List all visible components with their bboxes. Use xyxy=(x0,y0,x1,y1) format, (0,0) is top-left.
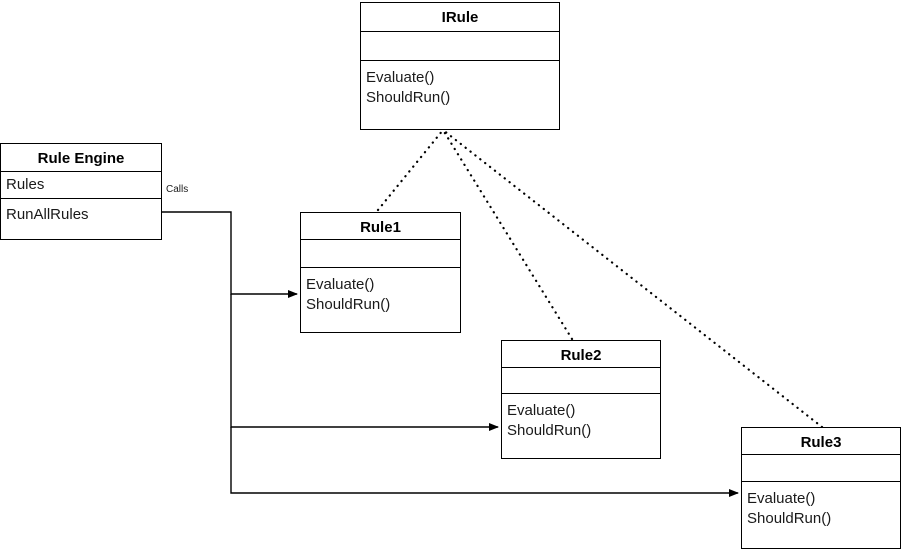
edge-label-calls: Calls xyxy=(166,184,189,195)
class-title-rule2: Rule2 xyxy=(502,341,660,368)
class-title-rule3: Rule3 xyxy=(742,428,900,455)
realization-rule1-to-irule xyxy=(376,128,445,212)
class-box-rule2[interactable]: Rule2 Evaluate() ShouldRun() xyxy=(501,340,661,459)
class-title-rule1: Rule1 xyxy=(301,213,460,240)
class-box-rule1[interactable]: Rule1 Evaluate() ShouldRun() xyxy=(300,212,461,333)
calls-ruleengine-to-rule1 xyxy=(162,211,298,298)
class-operations-rule3: Evaluate() ShouldRun() xyxy=(747,490,832,528)
class-attributes-irule xyxy=(361,32,559,61)
class-attributes-rule1 xyxy=(301,240,460,268)
class-attributes-rule2 xyxy=(502,368,660,394)
class-operations-rule2: Evaluate() ShouldRun() xyxy=(507,402,592,440)
class-attributes-rule-engine: Rules xyxy=(1,172,161,199)
calls-ruleengine-to-rule3 xyxy=(230,427,739,497)
class-operations-rule-engine: RunAllRules xyxy=(6,206,89,223)
realization-rule2-to-irule xyxy=(441,128,574,341)
class-box-rule3[interactable]: Rule3 Evaluate() ShouldRun() xyxy=(741,427,901,549)
class-box-rule-engine[interactable]: Rule Engine Rules RunAllRules xyxy=(0,143,162,240)
class-box-irule[interactable]: IRule Evaluate() ShouldRun() xyxy=(360,2,560,130)
class-title-rule-engine: Rule Engine xyxy=(1,144,161,172)
class-operations-rule1: Evaluate() ShouldRun() xyxy=(306,276,391,314)
class-operations-irule: Evaluate() ShouldRun() xyxy=(366,69,451,107)
class-title-irule: IRule xyxy=(361,3,559,32)
class-attributes-rule3 xyxy=(742,455,900,482)
